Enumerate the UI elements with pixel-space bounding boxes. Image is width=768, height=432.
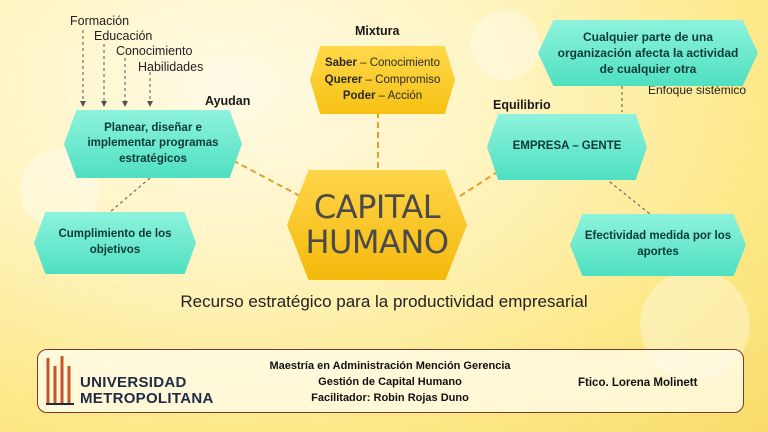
- cumplimiento-box: Cumplimiento de los objetivos: [34, 212, 196, 274]
- label-ayudan: Ayudan: [205, 94, 251, 108]
- cualquier-box: Cualquier parte de una organización afec…: [538, 20, 758, 86]
- center-line2: HUMANO: [305, 223, 449, 261]
- footer-facilitator: Facilitador: Robin Rojas Duno: [311, 392, 469, 404]
- footer-program: Maestría en Administración Mención Geren…: [269, 360, 511, 372]
- bokeh-decoration: [470, 10, 540, 80]
- input-educacion: Educación: [94, 29, 153, 43]
- cumplimiento-line1: Cumplimiento de los: [58, 228, 172, 241]
- cualquier-line1: Cualquier parte de una: [582, 29, 713, 44]
- saber-term: Saber: [324, 56, 357, 69]
- university-logo-text: UNIVERSIDAD METROPOLITANA: [80, 375, 214, 407]
- link-empresa-efectividad: [604, 177, 651, 215]
- planear-line3: estratégicos: [119, 152, 187, 165]
- input-conocimiento: Conocimiento: [116, 44, 193, 58]
- cualquier-line3: de cualquier otra: [599, 62, 697, 77]
- cumplimiento-line2: objetivos: [89, 244, 141, 256]
- poder-term: Poder: [342, 90, 376, 103]
- empresa-box: EMPRESA – GENTE: [487, 114, 647, 180]
- planear-line2: implementar programas: [87, 137, 219, 150]
- saber-desc: – Conocimiento: [356, 56, 441, 69]
- link-planear-cumplimiento: [109, 177, 151, 213]
- logo-line1: UNIVERSIDAD: [80, 374, 187, 391]
- university-logo-icon: [46, 356, 74, 405]
- cualquier-line2: organización afecta la actividad: [557, 45, 739, 60]
- label-mixtura: Mixtura: [355, 24, 400, 38]
- footer-course: Gestión de Capital Humano: [318, 376, 462, 388]
- querer-term: Querer: [324, 73, 363, 86]
- footer-panel: [37, 349, 744, 413]
- efectividad-line1: Efectividad medida por los: [584, 230, 732, 243]
- logo-line2: METROPOLITANA: [80, 389, 214, 407]
- link-center-planear: [231, 159, 301, 197]
- empresa-text: EMPRESA – GENTE: [512, 140, 622, 153]
- label-equilibrio: Equilibrio: [493, 98, 551, 112]
- efectividad-box: Efectividad medida por los aportes: [570, 214, 746, 276]
- efectividad-line2: aportes: [637, 246, 679, 258]
- subtitle: Recurso estratégico para la productivida…: [180, 292, 588, 311]
- input-habilidades: Habilidades: [138, 60, 204, 74]
- querer-desc: – Compromiso: [362, 73, 441, 86]
- planear-line1: Planear, diseñar e: [104, 121, 202, 134]
- input-formacion: Formación: [70, 14, 130, 28]
- planear-box: Planear, diseñar e implementar programas…: [64, 110, 242, 178]
- capital-humano-center: CAPITAL HUMANO: [287, 170, 467, 280]
- poder-desc: – Acción: [375, 90, 423, 103]
- mixtura-box: Saber – Conocimiento Querer – Compromiso…: [310, 46, 455, 114]
- label-enfoque-sistemico: Enfoque sistémico: [648, 83, 747, 97]
- center-line1: CAPITAL: [313, 188, 441, 227]
- footer-author: Ftico. Lorena Molinett: [578, 377, 698, 389]
